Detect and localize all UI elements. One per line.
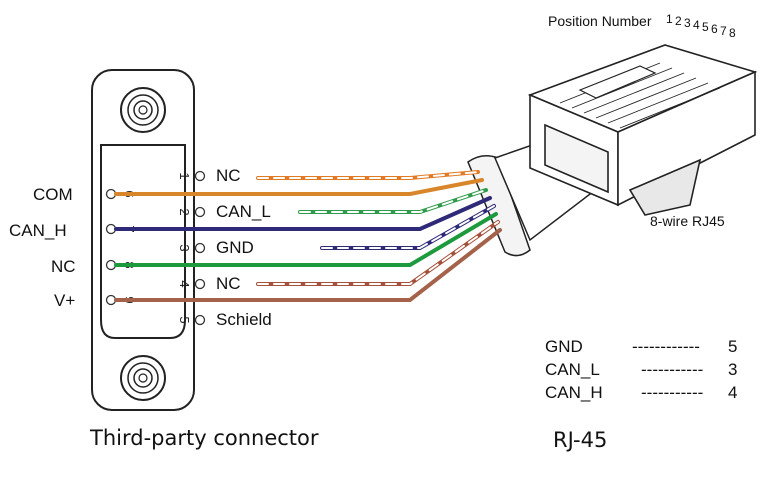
- pin-number-4: 4: [177, 280, 192, 287]
- position-digit-1: 1: [666, 12, 673, 26]
- mapping-gnd-dashes: ------------: [632, 337, 700, 356]
- mapping-gnd-pin: 5: [728, 337, 737, 356]
- pin-hole-4: [194, 278, 206, 290]
- label-nc-pin4: NC: [216, 274, 241, 293]
- wire-pin7: [114, 196, 492, 231]
- position-digit-2: 2: [675, 14, 682, 28]
- caption-third-party-connector: Third-party connector: [90, 426, 319, 450]
- db9-pin-holes: [105, 170, 206, 326]
- pin-number-1: 1: [177, 172, 192, 179]
- label-gnd: GND: [216, 238, 254, 257]
- label-can-h-left: CAN_H: [9, 221, 67, 240]
- wire-pin4: [256, 220, 500, 286]
- label-schield: Schield: [216, 310, 272, 329]
- position-digit-6: 6: [711, 22, 718, 36]
- wire-pin9: [114, 228, 502, 302]
- mapping-can-h-dashes: -----------: [641, 383, 703, 402]
- wires: [114, 170, 502, 302]
- label-can-l: CAN_L: [216, 202, 271, 221]
- pin-mapping: GND ------------ 5 CAN_L ----------- 3 C…: [545, 337, 737, 402]
- position-digit-8: 8: [729, 26, 736, 40]
- rj45-latch: [628, 158, 702, 216]
- position-digit-5: 5: [702, 20, 709, 34]
- label-com: COM: [33, 185, 73, 204]
- position-digit-4: 4: [693, 18, 700, 32]
- label-nc-left: NC: [51, 257, 76, 276]
- rj45-labels: Position Number 1 2 3 4 5 6 7 8 8-wire R…: [548, 12, 736, 229]
- caption-rj45: RJ-45: [553, 428, 608, 452]
- mapping-can-l-pin: 3: [728, 360, 737, 379]
- pin-number-3: 3: [177, 244, 192, 251]
- rj45-plug: [527, 44, 758, 216]
- db9-bottom-screw: [120, 355, 166, 401]
- left-signal-labels: COM CAN_H NC V+: [9, 185, 76, 310]
- right-signal-labels: NC CAN_L GND NC Schield: [216, 166, 272, 329]
- mapping-can-h-signal: CAN_H: [545, 383, 603, 402]
- pin-hole-1: [194, 170, 206, 182]
- db9-connector: 1 2 3 4 5 6 7 8 9: [91, 69, 206, 411]
- pin-hole-3: [194, 242, 206, 254]
- db9-face: [100, 144, 186, 339]
- mapping-can-l-dashes: -----------: [641, 360, 703, 379]
- wire-pin6: [114, 178, 484, 196]
- pin-number-5: 5: [177, 316, 192, 323]
- db9-top-screw: [120, 87, 166, 133]
- label-vplus: V+: [54, 291, 75, 310]
- position-number-label: Position Number: [548, 13, 652, 29]
- pin-number-2: 2: [177, 208, 192, 215]
- mapping-gnd-signal: GND: [545, 337, 583, 356]
- pin-hole-2: [194, 206, 206, 218]
- mapping-can-h-pin: 4: [728, 383, 737, 402]
- label-nc-pin1: NC: [216, 166, 241, 185]
- position-digit-7: 7: [720, 24, 727, 38]
- position-digit-3: 3: [684, 16, 691, 30]
- rj45-type-label: 8-wire RJ45: [650, 213, 725, 229]
- mapping-can-l-signal: CAN_L: [545, 360, 600, 379]
- wire-pin8: [114, 212, 498, 267]
- rj45-cable-opening: [544, 123, 609, 194]
- pin-hole-5: [194, 314, 206, 326]
